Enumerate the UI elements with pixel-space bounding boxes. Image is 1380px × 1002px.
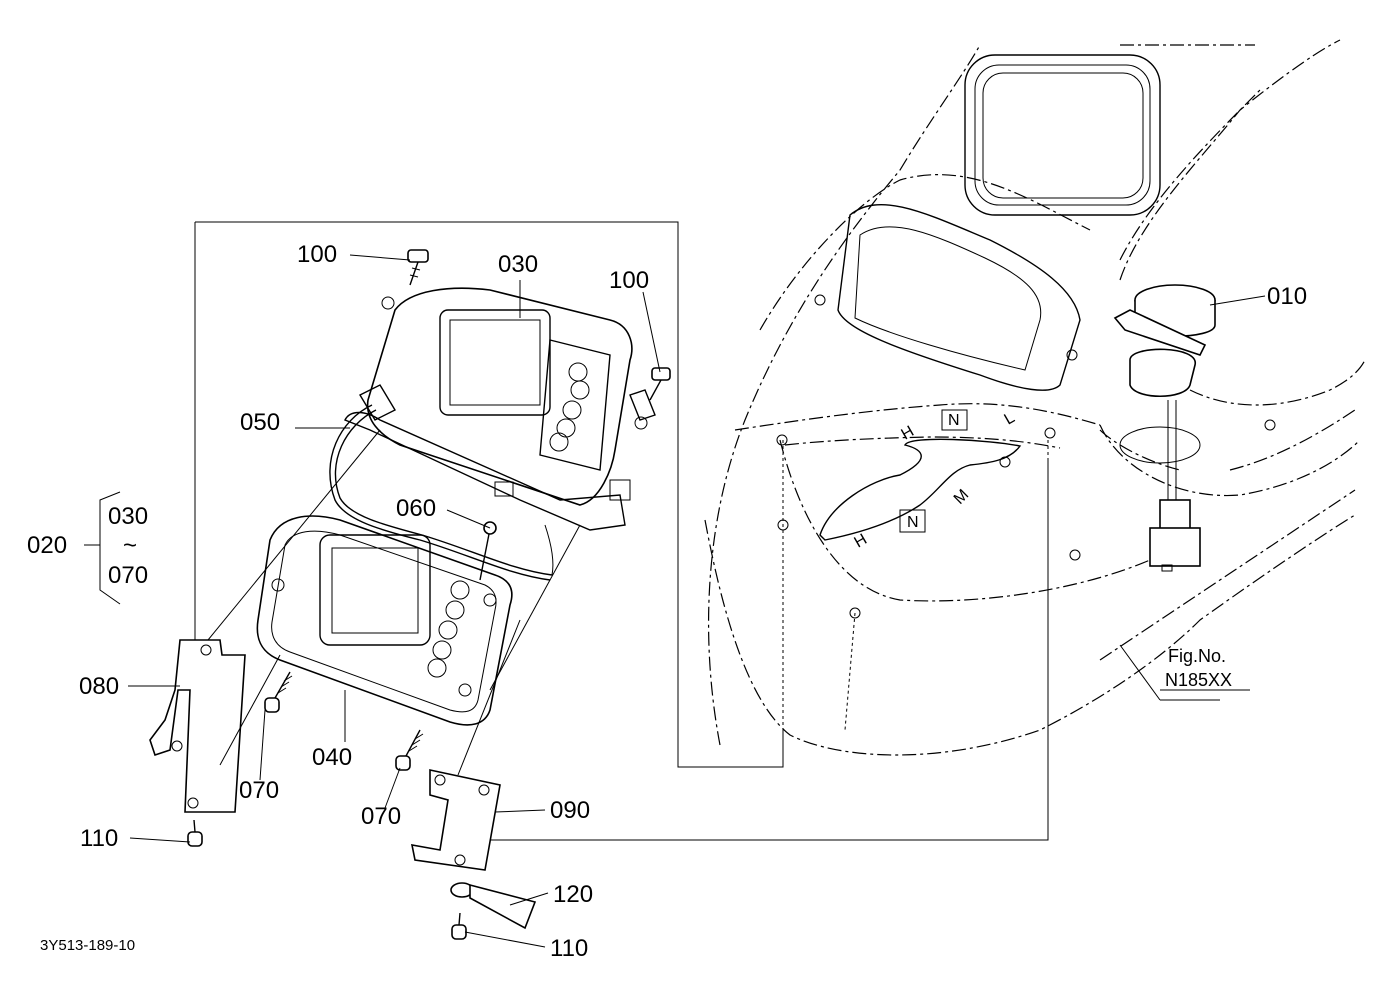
lower-dash-window	[837, 203, 1081, 391]
shift-letter-l: L	[1002, 409, 1018, 428]
meter-cover-040	[256, 515, 513, 726]
shift-letter-n: N	[907, 514, 919, 531]
callout-110-right: 110	[550, 935, 588, 962]
range-tilde: ~	[123, 532, 137, 559]
shift-letter-h: H	[852, 531, 871, 552]
assembly-boundary	[194, 221, 1049, 841]
wire-harness-050	[329, 404, 554, 581]
screw-060	[479, 521, 497, 581]
tractor-body-outline	[704, 39, 1366, 756]
callout-110-left: 110	[80, 825, 118, 852]
meter-panel-030	[344, 287, 656, 531]
range-from: 030	[108, 503, 148, 530]
callout-040: 040	[312, 744, 352, 771]
upper-dash-window	[964, 54, 1161, 216]
callout-070-left: 070	[239, 777, 279, 804]
callout-010: 010	[1267, 283, 1307, 310]
body-screw-holes	[776, 294, 1276, 619]
screw-110-left	[187, 819, 203, 847]
drawing-number: 3Y513-189-10	[40, 937, 135, 954]
callout-090: 090	[550, 797, 590, 824]
shift-letter-n2: N	[948, 412, 960, 429]
callout-100-left: 100	[297, 241, 337, 268]
callout-120: 120	[553, 881, 593, 908]
fig-ref-line1: Fig.No.	[1168, 646, 1226, 666]
screw-070-right	[395, 729, 424, 771]
leader-lines	[128, 254, 1266, 948]
shift-letter-m: M	[951, 486, 972, 507]
screw-100-left	[407, 249, 429, 286]
bracket-080	[149, 639, 246, 813]
fig-ref-line2: N185XX	[1165, 670, 1232, 690]
callout-100-right: 100	[609, 267, 649, 294]
callout-050: 050	[240, 409, 280, 436]
callout-080: 080	[79, 673, 119, 700]
callout-060: 060	[396, 495, 436, 522]
screw-100-right	[649, 367, 671, 401]
strap-120	[450, 882, 537, 930]
range-bracket-020	[84, 491, 121, 605]
callout-070-right: 070	[361, 803, 401, 830]
shift-gate: H N M H N L	[819, 409, 1022, 552]
ignition-switch-010	[1113, 284, 1216, 572]
bracket-090	[410, 769, 501, 871]
screw-110-right	[451, 912, 467, 940]
screw-070-left	[264, 671, 293, 713]
callout-030: 030	[498, 251, 538, 278]
range-to: 070	[108, 562, 148, 589]
callout-020: 020	[27, 532, 67, 559]
